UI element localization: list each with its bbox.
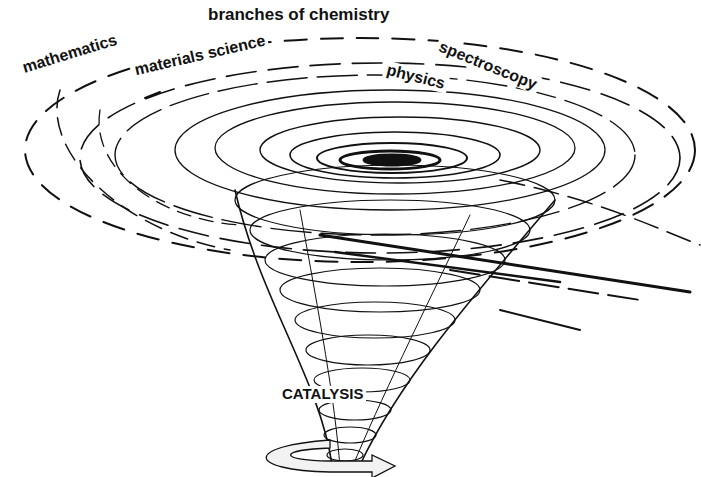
- center-label: CATALYSIS: [279, 386, 366, 403]
- field-label: mathematics: [17, 30, 121, 77]
- heading-label: branches of chemistry: [205, 6, 392, 25]
